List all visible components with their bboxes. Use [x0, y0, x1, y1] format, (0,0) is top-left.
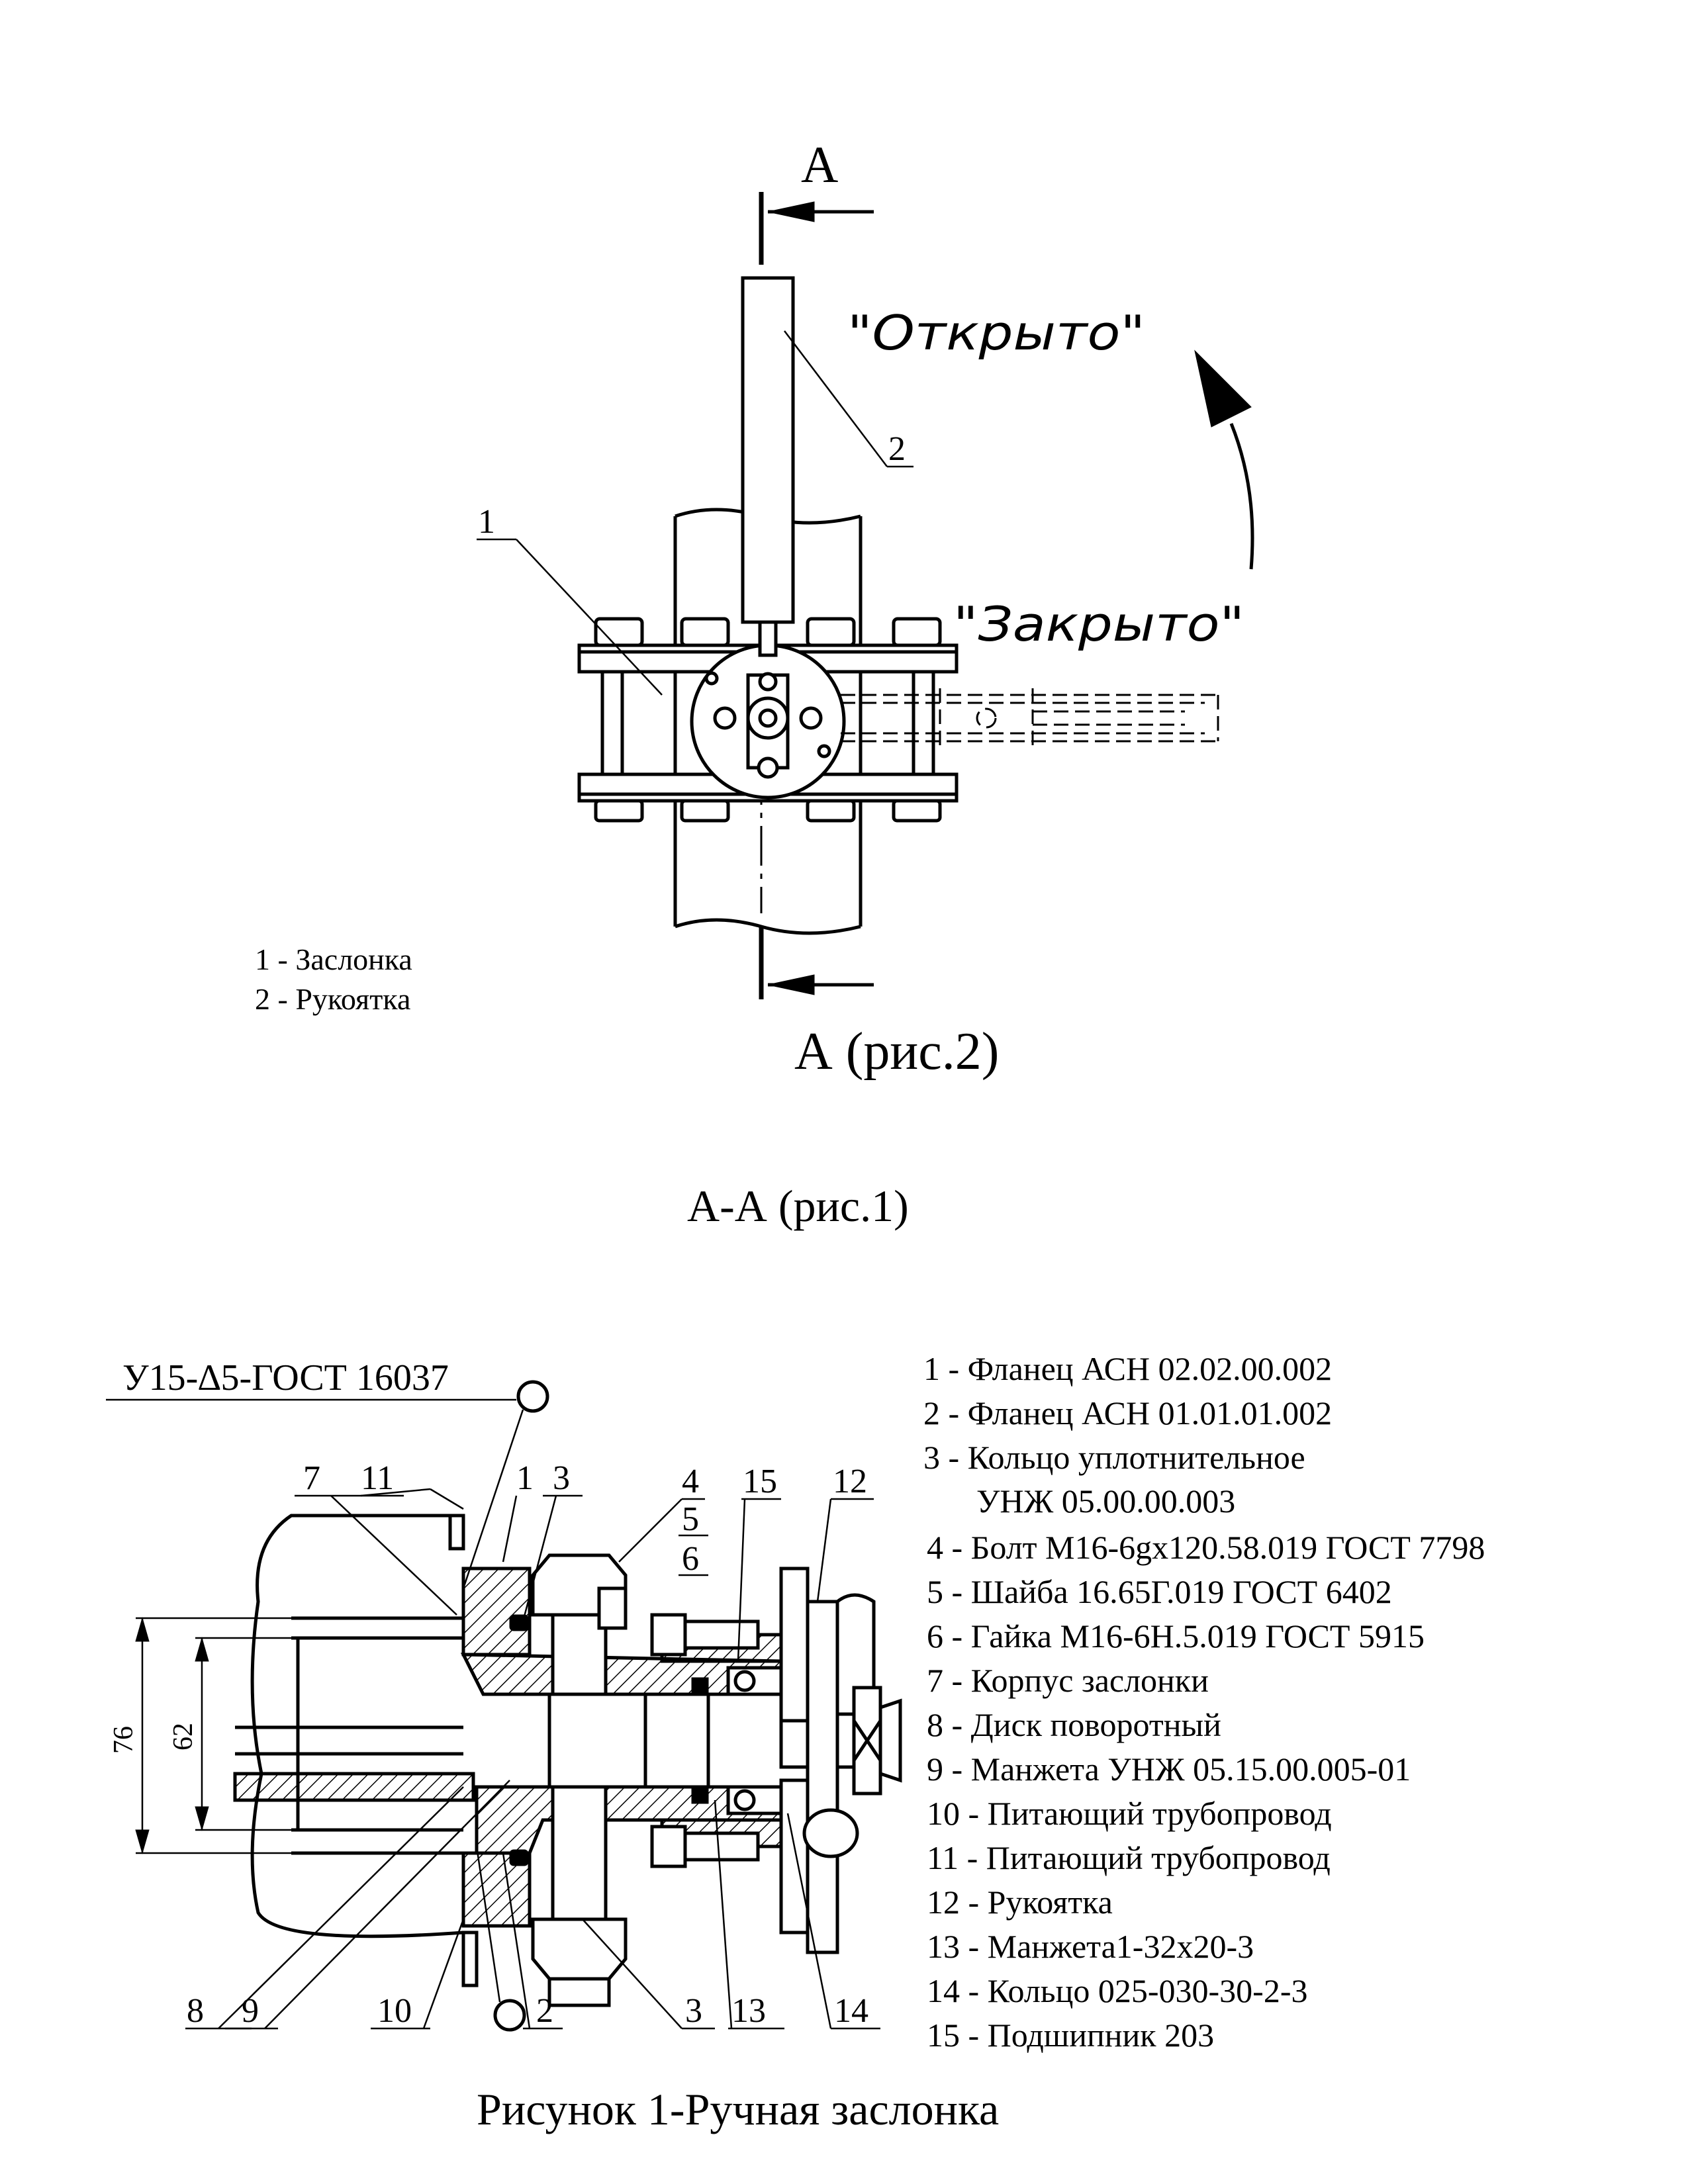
callout-leaders-top — [295, 1488, 874, 1662]
callout-1: 1 — [516, 1459, 534, 1497]
callout-6: 6 — [682, 1540, 699, 1578]
legend-item: 1 - Заслонка — [255, 942, 412, 976]
callout-15: 15 — [743, 1463, 777, 1500]
section-a-a-drawing: У15-∆5-ГОСТ 16037 76 62 — [106, 1350, 1485, 2054]
state-closed-label: "Закрыто" — [953, 596, 1244, 652]
handle-closed-outline — [841, 688, 1219, 748]
handle — [779, 1567, 902, 1954]
parts-list-item: 2 - Фланец АСН 01.01.01.002 — [923, 1394, 1332, 1432]
parts-list-item: 12 - Рукоятка — [927, 1884, 1113, 1921]
callout-2: 2 — [888, 430, 906, 468]
damper-disc — [690, 620, 846, 799]
callout-3: 3 — [685, 1992, 702, 2030]
parts-list-item: 3 - Кольцо уплотнительное — [923, 1439, 1305, 1476]
callout-13: 13 — [731, 1992, 766, 2030]
callout-5: 5 — [682, 1500, 699, 1538]
dimension-76: 76 — [109, 1726, 139, 1754]
callout-8: 8 — [187, 1992, 204, 2030]
callout-leaders-bottom — [185, 1780, 880, 2030]
callout-10: 10 — [377, 1992, 412, 2030]
view-label: А (рис.2) — [794, 1023, 999, 1081]
bolt-assembly — [531, 1553, 628, 2007]
flange-1 — [461, 1567, 532, 1657]
seal-ring-bottom — [509, 1849, 529, 1866]
parts-list-item: УНЖ 05.00.00.003 — [976, 1482, 1235, 1520]
section-title: А-А (рис.1) — [687, 1181, 909, 1231]
section-arrow-top — [759, 192, 874, 265]
parts-list-item: 1 - Фланец АСН 02.02.00.002 — [923, 1350, 1332, 1387]
callout-1: 1 — [478, 503, 495, 541]
callout-9: 9 — [242, 1992, 259, 2030]
callout-12: 12 — [833, 1463, 867, 1500]
weld-symbol-text: У15-∆5-ГОСТ 16037 — [122, 1357, 449, 1398]
parts-list-item: 5 - Шайба 16.65Г.019 ГОСТ 6402 — [927, 1573, 1392, 1610]
parts-list-item: 13 - Манжета1-32x20-3 — [927, 1928, 1254, 1965]
parts-list-item: 15 - Подшипник 203 — [927, 2017, 1214, 2054]
callout-2: 2 — [536, 1992, 553, 2030]
pipe-wall-top — [448, 1514, 465, 1551]
callout-3: 3 — [553, 1459, 570, 1497]
parts-list-item: 7 - Корпус заслонки — [927, 1662, 1209, 1699]
section-letter-top: А — [801, 136, 838, 193]
state-open-label: "Открыто" — [847, 305, 1145, 361]
seal-ring-top — [509, 1614, 529, 1631]
parts-list-item: 9 - Манжета УНЖ 05.15.00.005-01 — [927, 1751, 1411, 1788]
legend: 1 - Заслонка 2 - Рукоятка — [255, 942, 412, 1016]
screws — [650, 1613, 760, 1868]
parts-list-item: 10 - Питающий трубопровод — [927, 1795, 1332, 1832]
pipe-wall-bottom — [461, 1931, 479, 1987]
weld-symbol-leader — [106, 1380, 549, 2032]
parts-list: 1 - Фланец АСН 02.02.00.002 2 - Фланец А… — [923, 1350, 1485, 2054]
view-a-drawing: А — [255, 136, 1254, 1081]
callout-leaders — [477, 330, 914, 696]
parts-list-item: 11 - Питающий трубопровод — [927, 1839, 1331, 1876]
callout-7: 7 — [303, 1459, 320, 1497]
parts-list-item: 8 - Диск поворотный — [927, 1706, 1221, 1743]
legend-item: 2 - Рукоятка — [255, 982, 410, 1016]
parts-list-item: 14 - Кольцо 025-030-30-2-3 — [927, 1972, 1307, 2009]
handle-open — [741, 276, 795, 624]
figure-caption: Рисунок 1-Ручная заслонка — [477, 2084, 999, 2134]
parts-list-item: 6 - Гайка М16-6Н.5.019 ГОСТ 5915 — [927, 1617, 1425, 1655]
supply-pipe — [291, 1616, 463, 1855]
dimension-62: 62 — [168, 1723, 199, 1751]
section-arrow-bottom — [759, 927, 874, 999]
rotating-disc — [233, 1772, 475, 1802]
parts-list-item: 4 - Болт М16-6gx120.58.019 ГОСТ 7798 — [927, 1529, 1485, 1566]
callout-11: 11 — [361, 1459, 394, 1497]
flange-2 — [461, 1851, 532, 1928]
callout-14: 14 — [834, 1992, 868, 2030]
rotation-arrow — [1194, 349, 1254, 570]
callout-4: 4 — [682, 1463, 699, 1500]
